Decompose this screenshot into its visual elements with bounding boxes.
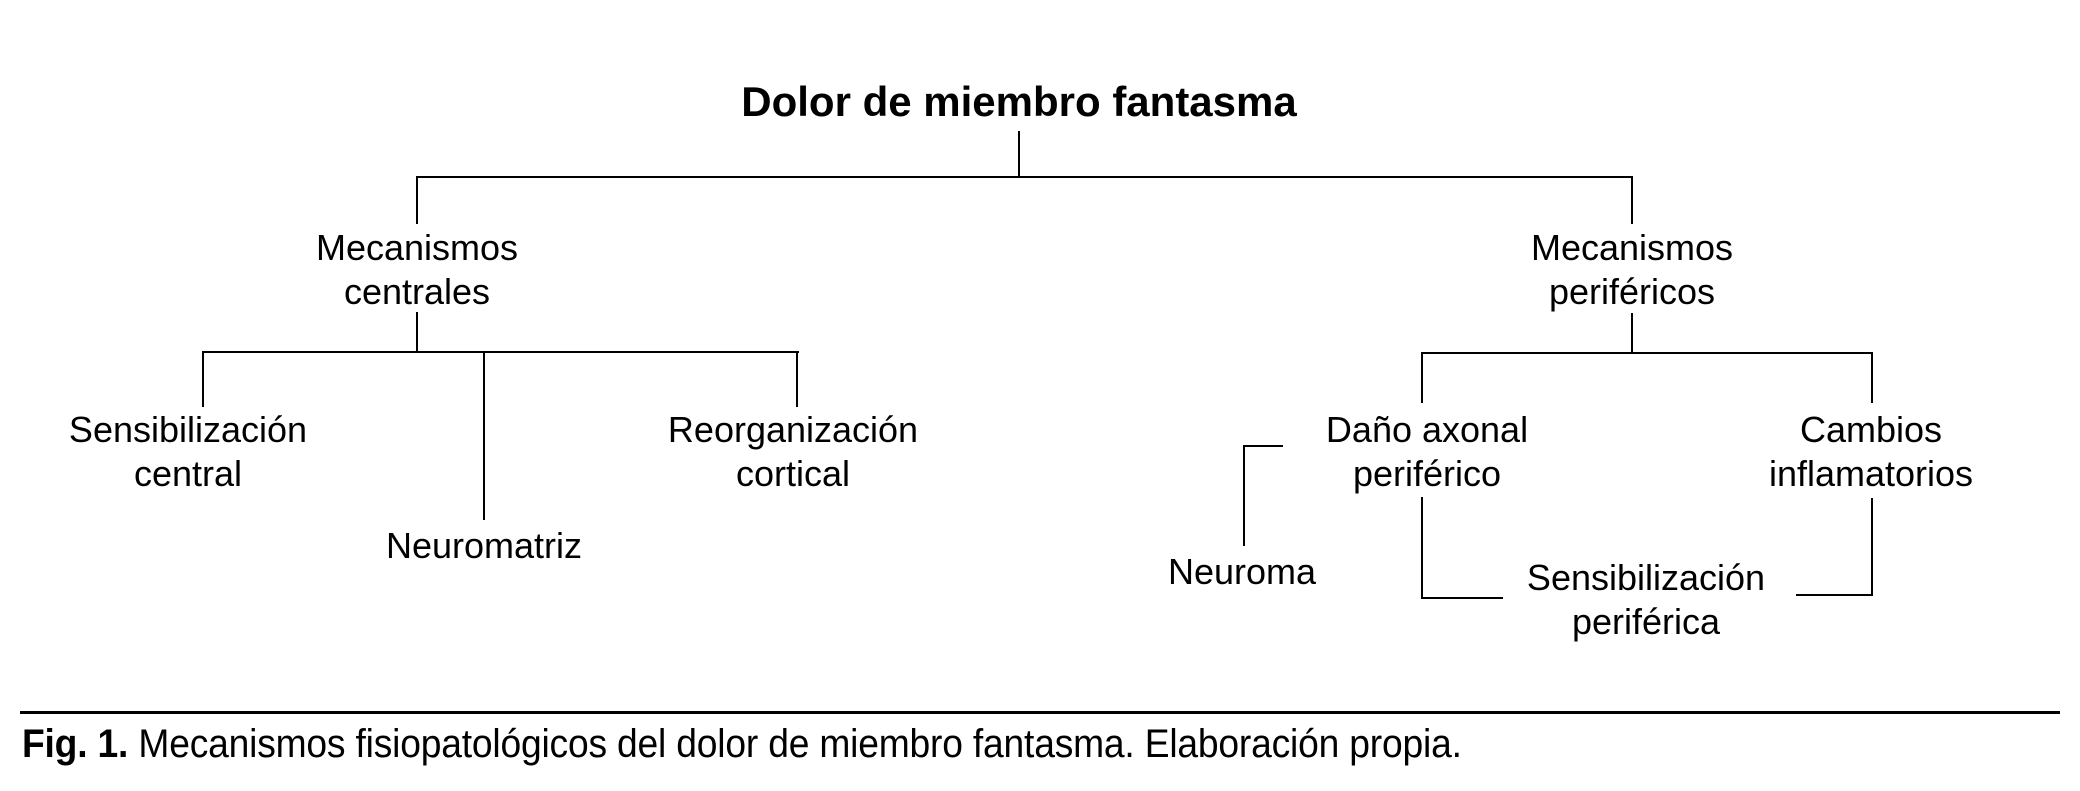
connector-dano-sens-vertical [1421, 497, 1423, 599]
node-label-line: Neuromatriz [385, 525, 583, 566]
connector-cambios-sens-horizontal [1796, 594, 1873, 596]
connector-neuroma-horizontal [1243, 445, 1283, 447]
connector-level1-horizontal [416, 176, 1633, 178]
node-sensibilizacion-periferica: Sensibilización periférica [1527, 556, 1765, 644]
node-label-line: central [133, 453, 243, 494]
node-label-line: inflamatorios [1768, 453, 1974, 494]
connector-cambios-drop [1871, 352, 1873, 403]
node-reorganizacion-cortical: Reorganización cortical [668, 408, 918, 496]
connector-dano-axonal-drop [1421, 352, 1423, 403]
connector-neuromatriz-drop [483, 351, 485, 520]
connector-dano-sens-horizontal [1421, 597, 1503, 599]
node-dano-axonal-periferico: Daño axonal periférico [1326, 408, 1528, 496]
connector-cambios-sens-vertical [1871, 498, 1873, 596]
node-label-line: Mecanismos [315, 227, 519, 268]
connector-level1-left-drop [416, 176, 418, 224]
node-mecanismos-centrales: Mecanismos centrales [316, 226, 518, 314]
figure-caption-label: Fig. 1. [22, 722, 129, 766]
node-label-line: Sensibilización [1526, 557, 1766, 598]
node-label-line: Daño axonal [1325, 409, 1529, 450]
connector-peripheral-horizontal [1421, 352, 1873, 354]
node-label-line: Neuroma [1167, 551, 1317, 592]
connector-level1-right-drop [1631, 176, 1633, 224]
connector-reorg-cortical-drop [796, 351, 798, 407]
figure-caption-text: Mecanismos fisiopatológicos del dolor de… [138, 722, 1462, 766]
node-label-line: Reorganización [667, 409, 919, 450]
node-label-line: periférico [1352, 453, 1502, 494]
node-label-line: Sensibilización [68, 409, 308, 450]
caption-divider-rule [20, 711, 2060, 714]
node-sensibilizacion-central: Sensibilización central [69, 408, 307, 496]
connector-neuroma-vertical [1243, 445, 1245, 546]
node-label-line: periféricos [1548, 271, 1716, 312]
connector-central-stub [416, 312, 418, 353]
node-mecanismos-perifericos: Mecanismos periféricos [1531, 226, 1733, 314]
node-label-line: cortical [735, 453, 851, 494]
node-label-line: Mecanismos [1530, 227, 1734, 268]
node-cambios-inflamatorios: Cambios inflamatorios [1769, 408, 1973, 496]
root-node-title: Dolor de miembro fantasma [741, 78, 1297, 125]
connector-sens-central-drop [202, 351, 204, 407]
node-label-line: centrales [343, 271, 491, 312]
node-label-line: periférica [1571, 601, 1721, 642]
figure-caption: Fig. 1.Mecanismos fisiopatológicos del d… [22, 722, 1462, 766]
node-neuromatriz: Neuromatriz [386, 524, 582, 568]
node-neuroma: Neuroma [1168, 550, 1316, 594]
connector-peripheral-stub [1631, 313, 1633, 354]
connector-root-stub [1018, 131, 1020, 177]
node-label-line: Cambios [1799, 409, 1943, 450]
connector-central-horizontal [202, 351, 799, 353]
